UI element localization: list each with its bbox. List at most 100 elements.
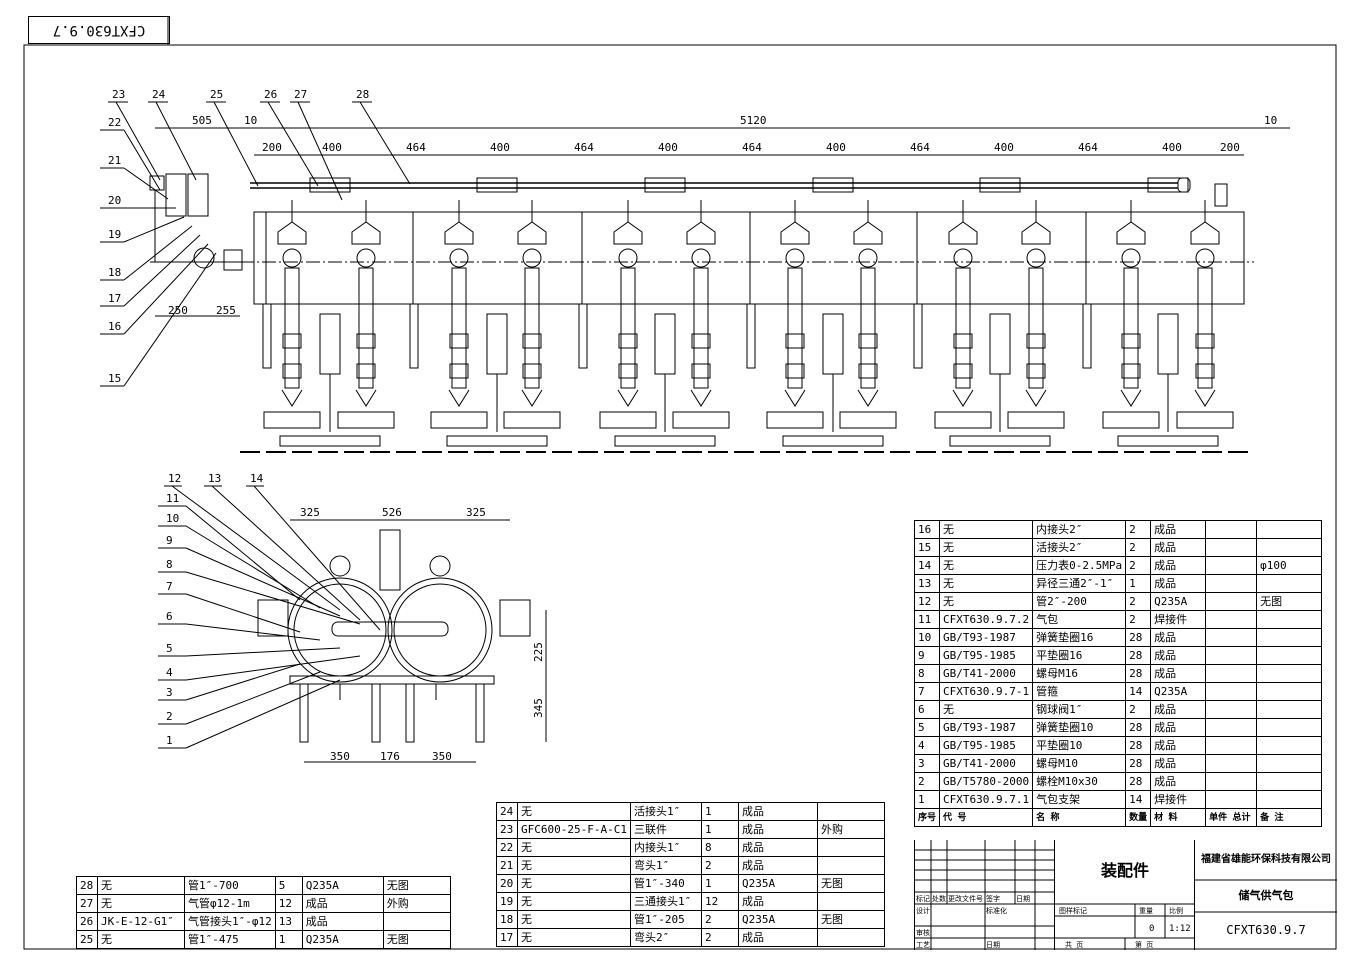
bom-cell: φ100 [1256, 556, 1323, 575]
diaphragm-valve-5 [613, 221, 643, 245]
bom-cell: 无图 [382, 876, 451, 895]
bom-cell: 成品 [1150, 574, 1207, 593]
flange-9 [934, 411, 992, 429]
ev-callout-10: 10 [166, 512, 179, 525]
bom-cell: 成品 [1150, 556, 1207, 575]
bom-cell [1205, 628, 1258, 647]
bom-cell [1256, 574, 1323, 593]
bom-cell: Q235A [301, 930, 384, 949]
dim-row2-8: 400 [826, 141, 846, 154]
bom-cell [1205, 574, 1258, 593]
dim-row2-13: 200 [1220, 141, 1240, 154]
bom-cell: 28 [76, 876, 98, 895]
bom-cell: 成品 [1150, 520, 1207, 539]
nozzle-1 [281, 389, 303, 407]
ev-leader-3 [185, 663, 301, 701]
base-plate-5 [949, 435, 1051, 447]
title-right: 福建省雄能环保科技有限公司 储气供气包 CFXT630.9.7 [1194, 840, 1337, 950]
nozzle-2 [355, 389, 377, 407]
bom-cell: 成品 [1150, 700, 1207, 719]
dim-row2-1: 200 [262, 141, 282, 154]
bom-cell: 14 [913, 556, 941, 575]
bom-cell [816, 928, 885, 947]
bom-cell [816, 892, 885, 911]
dim-row2-2: 400 [322, 141, 342, 154]
support-post-5 [989, 313, 1011, 375]
coupling-1 [282, 333, 302, 349]
nozzle-9 [952, 389, 974, 407]
bom-cell: 成品 [1150, 718, 1207, 737]
valve-body-11 [1121, 248, 1141, 268]
bom-cell [1256, 718, 1323, 737]
tank-right-inner [393, 583, 487, 677]
ev-dim-bottom-2: 176 [380, 750, 400, 763]
bom-cell: 12 [274, 894, 303, 913]
tb-label-scale: 比例 [1169, 907, 1183, 915]
cross-pipe [331, 621, 449, 637]
flange-3 [430, 411, 488, 429]
bom-cell: 活接头2″ [1032, 538, 1127, 557]
side-bracket-1 [262, 303, 272, 369]
dim-250: 250 [168, 304, 188, 317]
bom-header-cell: 材 料 [1150, 808, 1207, 827]
bom-cell: 无图 [816, 910, 885, 929]
blowpipe-6 [693, 267, 709, 389]
tb-label-page: 第 页 [1135, 941, 1154, 949]
bom-cell: 无 [517, 910, 631, 929]
drawing-frame [23, 44, 1337, 950]
bom-cell: 成品 [737, 928, 818, 947]
bom-cell: 成品 [1150, 736, 1207, 755]
flange-7 [766, 411, 824, 429]
coupling-lower-1 [282, 363, 302, 379]
bom-cell: 平垫圈10 [1032, 736, 1127, 755]
bom-cell: 1 [1125, 574, 1152, 593]
coupling-4 [522, 333, 542, 349]
bom-cell: 无图 [382, 930, 451, 949]
diaphragm-valve-6 [686, 221, 716, 245]
ev-dim-bottom-3: 350 [432, 750, 452, 763]
ev-leader-1 [185, 679, 341, 749]
callout-26: 26 [264, 88, 277, 101]
bom-cell [1205, 718, 1258, 737]
bom-cell: 管1″-475 [184, 930, 276, 949]
ev-dim-top-2: 526 [382, 506, 402, 519]
dim-row2-9: 464 [910, 141, 930, 154]
dim-row2-12: 400 [1162, 141, 1182, 154]
diaphragm-valve-3 [444, 221, 474, 245]
nozzle-12 [1194, 389, 1216, 407]
ev-dim-345: 345 [532, 698, 545, 718]
bom-header-cell: 序号 [913, 808, 941, 827]
bom-cell: 异径三通2″-1″ [1032, 574, 1127, 593]
nozzle-4 [521, 389, 543, 407]
bom-cell: CFXT630.9.7-1 [939, 682, 1034, 701]
bom-cell: 成品 [737, 838, 818, 857]
coupling-2 [356, 333, 376, 349]
coupling-lower-9 [953, 363, 973, 379]
bom-header-cell: 名 称 [1032, 808, 1127, 827]
callout-leader-26 [267, 101, 319, 187]
bom-header-cell: 数量 [1125, 808, 1152, 827]
support-post-3 [654, 313, 676, 375]
flange-1 [263, 411, 321, 429]
callout-19: 19 [108, 228, 121, 241]
flange-12 [1176, 411, 1234, 429]
bom-cell: 平垫圈16 [1032, 646, 1127, 665]
tb-label-count: 处数 [932, 895, 946, 903]
ev-leader-10 [185, 525, 321, 609]
valve-body-2 [356, 248, 376, 268]
bom-cell: 外购 [816, 820, 885, 839]
callout-leader-25 [213, 101, 259, 187]
bom-cell: 14 [1125, 682, 1152, 701]
bom-cell: 11 [913, 610, 941, 629]
company-name: 福建省雄能环保科技有限公司 [1201, 854, 1331, 865]
ev-leader-9 [185, 547, 341, 617]
pressure-gauge-left [329, 555, 351, 577]
blowpipe-9 [955, 267, 971, 389]
bom-cell: 无 [939, 556, 1034, 575]
